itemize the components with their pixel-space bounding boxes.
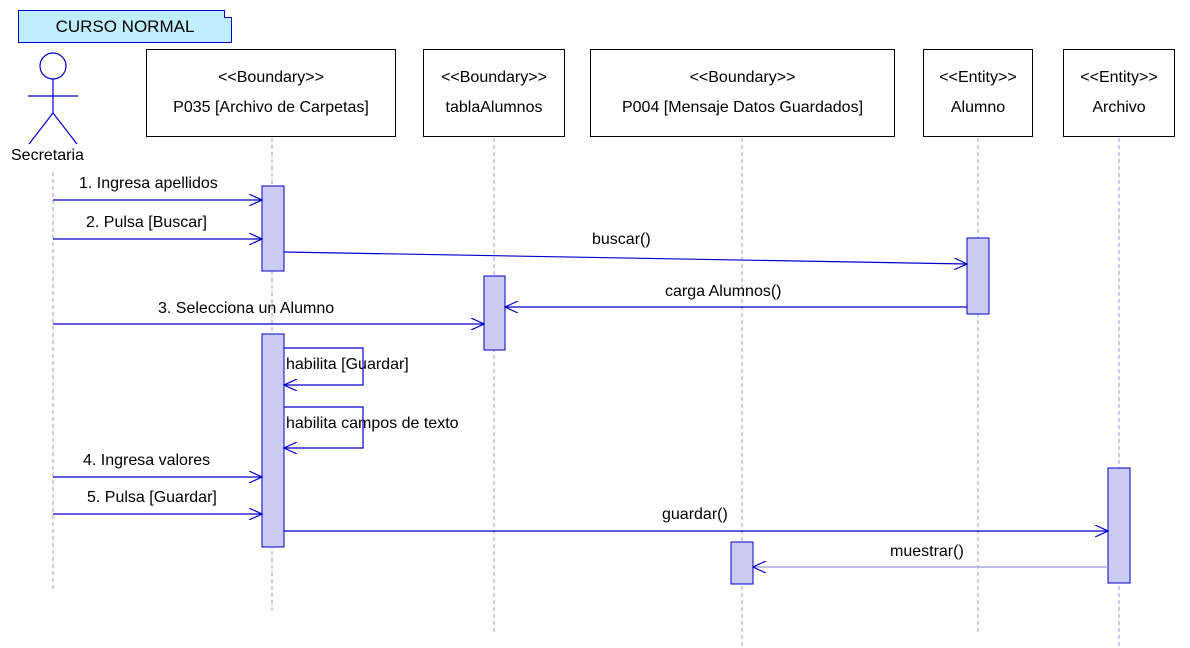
lifeline-box-tablaalumnos[interactable]: <<Boundary>> tablaAlumnos: [423, 49, 565, 137]
message-label-3: 3. Selecciona un Alumno: [158, 300, 335, 317]
actor-left-leg: [28, 112, 54, 145]
actor-label: Secretaria: [11, 147, 84, 164]
lifeline-box-p035[interactable]: <<Boundary>> P035 [Archivo de Carpetas]: [146, 49, 396, 137]
message-label-habilita-campos: habilita campos de texto: [286, 415, 459, 432]
lifeline-name: P035 [Archivo de Carpetas]: [173, 99, 369, 116]
message-label-guardar: guardar(): [662, 506, 728, 523]
actor-head: [39, 52, 67, 80]
actor-right-leg: [52, 112, 78, 145]
activation-p035-2: [261, 333, 285, 548]
lifeline-name: Alumno: [950, 99, 1006, 116]
message-lines: [53, 200, 1108, 531]
lifeline-stereotype: <<Entity>>: [939, 69, 1017, 86]
lifeline-box-archivo[interactable]: <<Entity>> Archivo: [1063, 49, 1175, 137]
actor-figure: [28, 52, 78, 145]
message-line-habilita-guardar: [284, 347, 364, 385]
lifeline-stereotype: <<Boundary>>: [218, 69, 324, 86]
activation-bars: [261, 185, 1131, 585]
lifeline-stereotype: <<Boundary>>: [689, 69, 796, 86]
message-label-muestrar: muestrar(): [890, 543, 964, 560]
message-label-1: 1. Ingresa apellidos: [79, 175, 218, 192]
message-label-buscar: buscar(): [592, 231, 651, 248]
message-label-carga: carga Alumnos(): [665, 283, 782, 300]
lifeline-stereotype: <<Boundary>>: [441, 69, 547, 86]
lifeline-name: Archivo: [1092, 99, 1146, 116]
lifeline-box-alumno[interactable]: <<Entity>> Alumno: [923, 49, 1033, 137]
lifeline-dashes: [52, 138, 1120, 648]
message-line-buscar: [283, 251, 967, 264]
message-label-5: 5. Pulsa [Guardar]: [87, 489, 217, 506]
activation-tablaalumnos: [483, 275, 506, 351]
lifeline-box-p004[interactable]: <<Boundary>> P004 [Mensaje Datos Guardad…: [590, 49, 895, 137]
activation-archivo: [1107, 467, 1131, 584]
note-fold-corner: [224, 10, 232, 18]
message-label-4: 4. Ingresa valores: [83, 452, 211, 469]
note-text: CURSO NORMAL: [55, 16, 195, 36]
message-label-2: 2. Pulsa [Buscar]: [86, 214, 207, 231]
lifeline-stereotype: <<Entity>>: [1080, 69, 1158, 86]
message-label-habilita-guardar: habilita [Guardar]: [286, 356, 409, 373]
lifeline-name: P004 [Mensaje Datos Guardados]: [621, 99, 864, 116]
activation-p004: [730, 541, 754, 585]
lifeline-name: tablaAlumnos: [445, 99, 543, 116]
message-line-habilita-campos: [284, 406, 364, 448]
activation-p035-1: [261, 185, 285, 272]
activation-alumno: [966, 237, 990, 315]
curso-normal-note: CURSO NORMAL: [18, 10, 232, 43]
